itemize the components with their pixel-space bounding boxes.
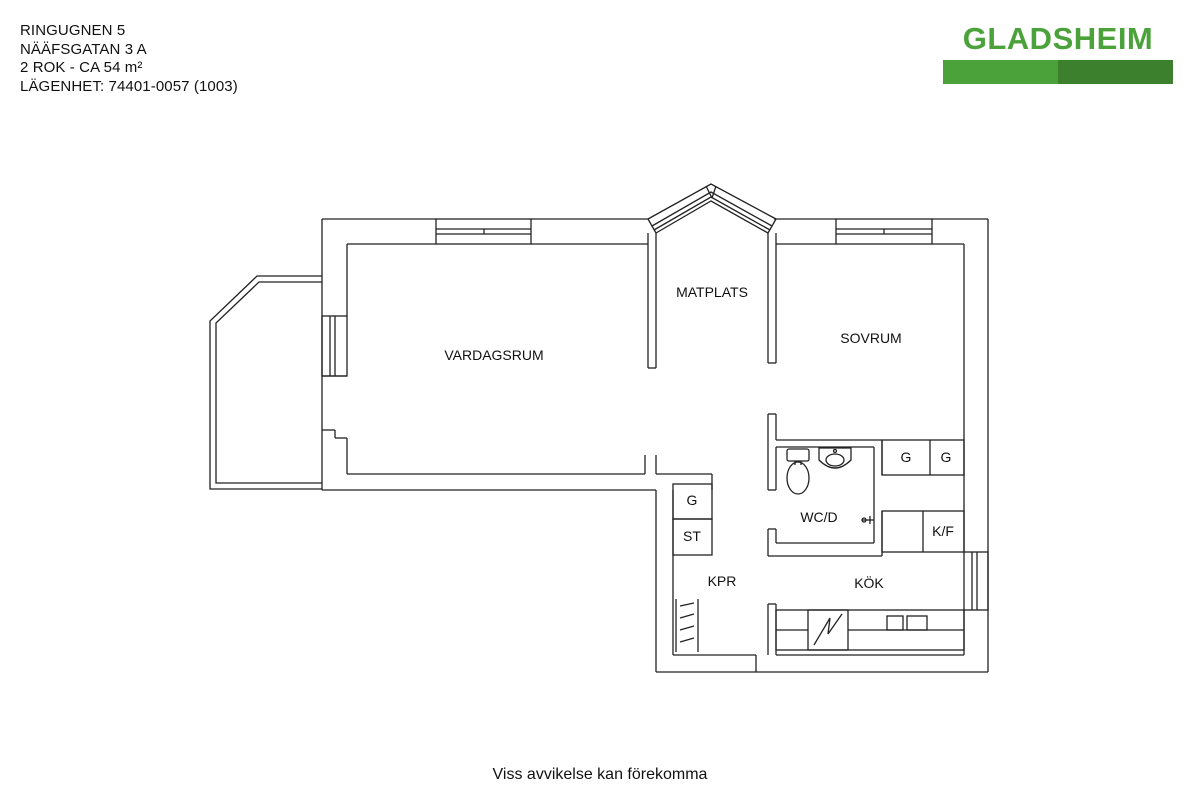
room-label-g-sovrum-1: G xyxy=(901,449,912,465)
window-vardagsrum xyxy=(435,218,532,245)
shoe-rack xyxy=(675,599,699,652)
logo-bar-left xyxy=(943,60,1058,84)
matplats-walls xyxy=(647,233,777,369)
cabinets-kpr xyxy=(672,483,713,556)
room-label-vardagsrum: VARDAGSRUM xyxy=(444,347,543,363)
balcony xyxy=(209,275,322,490)
apartment-number: LÄGENHET: 74401-0057 (1003) xyxy=(20,77,238,95)
disclaimer-note: Viss avvikelse kan förekomma xyxy=(492,766,708,783)
room-labels: VARDAGSRUM MATPLATS SOVRUM WC/D KÖK KPR … xyxy=(444,284,954,591)
kitchen-counter xyxy=(775,609,965,651)
wc-walls xyxy=(767,413,883,557)
wardrobes-sovrum xyxy=(881,439,965,476)
washbasin xyxy=(818,447,852,469)
kpr-walls xyxy=(767,603,777,655)
room-label-kok: KÖK xyxy=(854,574,884,591)
room-label-wcd: WC/D xyxy=(800,509,837,525)
balcony-door xyxy=(321,315,348,439)
room-label-g-sovrum-2: G xyxy=(941,449,952,465)
room-label-kpr: KPR xyxy=(708,573,737,589)
window-sovrum xyxy=(835,218,933,245)
toilet xyxy=(786,448,810,495)
room-label-st: ST xyxy=(683,528,701,544)
logo-bar-right xyxy=(1058,60,1173,84)
property-info: RINGUGNEN 5 NÄÄFSGATAN 3 A 2 ROK - CA 54… xyxy=(20,22,238,96)
shower-fixture xyxy=(861,516,874,524)
room-label-kf: K/F xyxy=(932,523,954,539)
property-name: RINGUGNEN 5 xyxy=(20,22,126,39)
window-kok xyxy=(963,551,989,611)
kitchen-cabinets-upper xyxy=(881,510,965,553)
room-label-sovrum: SOVRUM xyxy=(840,330,901,346)
apartment-size: 2 ROK - CA 54 m² xyxy=(20,59,143,76)
logo-text: GLADSHEIM xyxy=(962,21,1154,56)
bay-window-matplats xyxy=(647,183,777,234)
street-address: NÄÄFSGATAN 3 A xyxy=(20,40,147,58)
outer-walls xyxy=(321,218,989,673)
room-label-g-kpr: G xyxy=(687,492,698,508)
logo-bar xyxy=(943,60,1173,84)
gladsheim-logo: GLADSHEIM xyxy=(943,20,1173,84)
room-label-matplats: MATPLATS xyxy=(676,284,748,300)
